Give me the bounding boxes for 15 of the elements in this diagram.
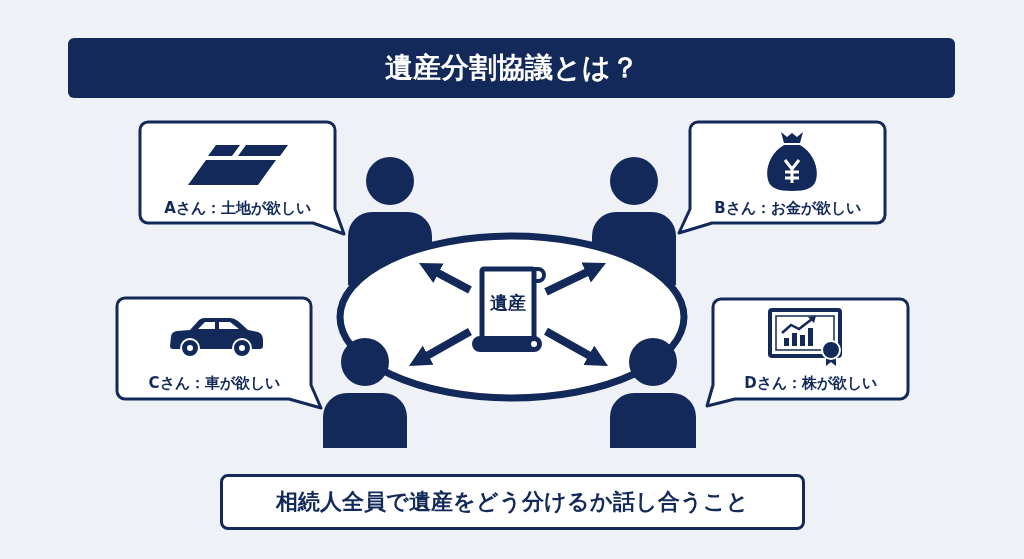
bubble-text: Aさん：土地が欲しい [164,198,311,218]
title-bar: 遺産分割協議とは？ [68,38,955,98]
person-silhouette [323,338,407,448]
speech-bubble [705,297,910,408]
person-silhouette [348,157,432,285]
bubble-text: Bさん：お金が欲しい [714,198,861,218]
speech-bubble [138,120,346,236]
speech-bubble [677,120,887,235]
bubble-text: Dさん：株が欲しい [744,373,877,393]
person-silhouette [592,157,676,285]
speech-bubble [115,296,323,410]
person-silhouette [610,338,696,448]
bubble-text: Cさん：車が欲しい [148,373,280,393]
scroll-label: 遺産 [490,292,526,314]
caption-box: 相続人全員で遺産をどう分けるか話し合うこと [220,474,805,530]
